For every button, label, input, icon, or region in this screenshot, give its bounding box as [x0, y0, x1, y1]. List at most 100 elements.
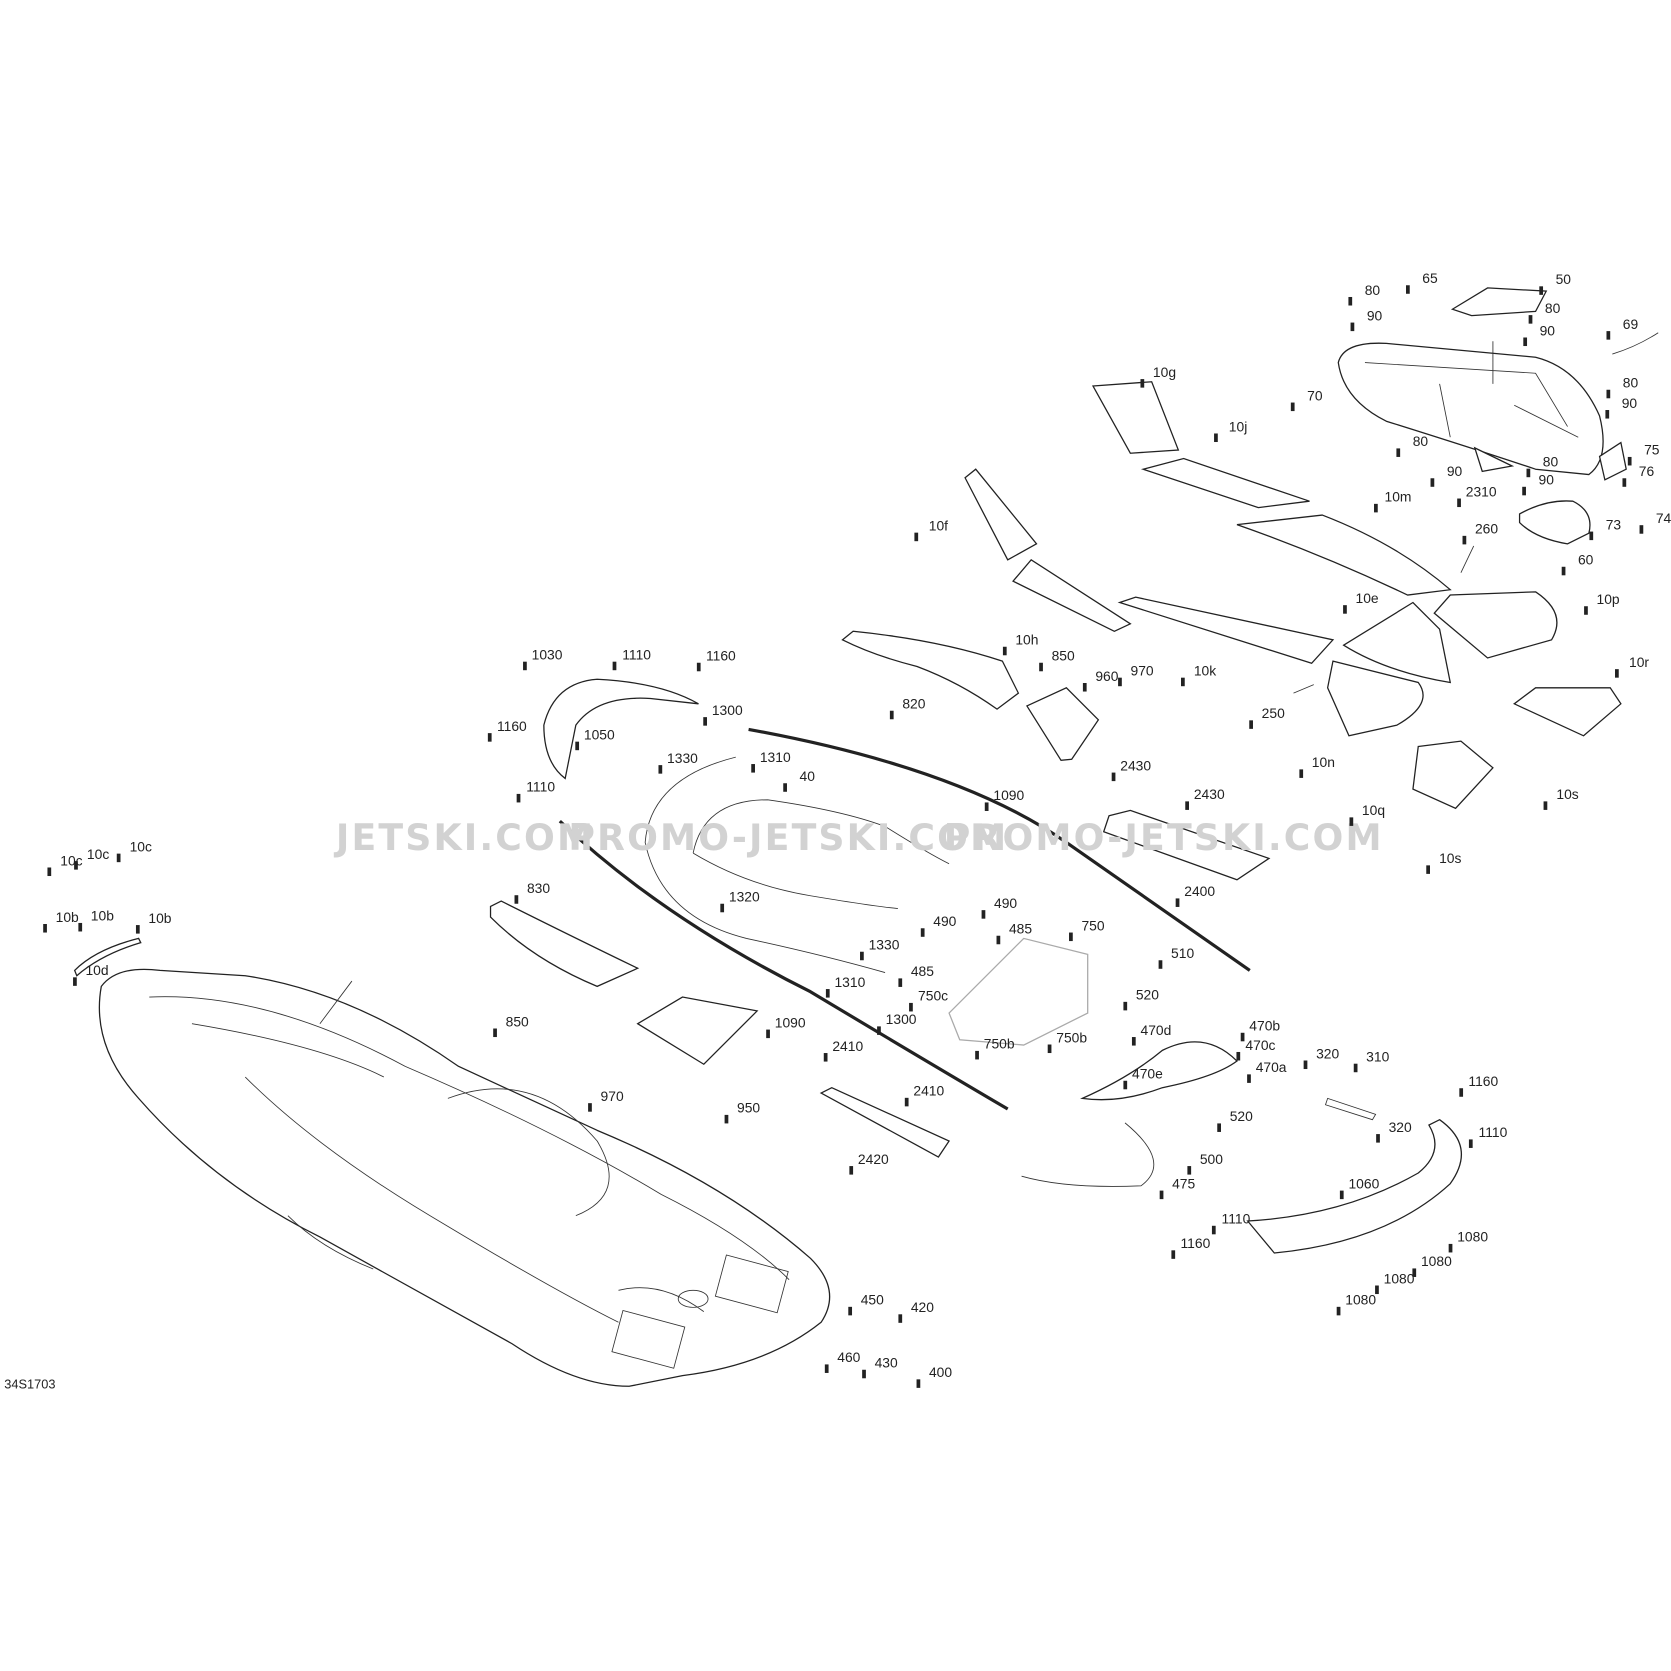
bracket-75	[1598, 441, 1627, 481]
fastener-mark	[1175, 898, 1180, 907]
part-callout-label: 400	[929, 1364, 952, 1380]
part-callout-label: 10q	[1362, 802, 1385, 818]
part-callout-label: 320	[1389, 1119, 1412, 1135]
gasket-60	[1518, 500, 1591, 545]
part-callout-label: 10d	[85, 962, 108, 978]
parts-drawings	[73, 287, 1659, 1387]
fastener-mark	[724, 1114, 729, 1124]
fastener-mark	[1339, 1190, 1344, 1200]
decal-10n	[1326, 660, 1424, 737]
part-callout-label: 490	[994, 895, 1017, 911]
part-callout-label: 1110	[1479, 1124, 1508, 1140]
fastener-mark	[1589, 531, 1594, 541]
part-callout-label: 520	[1230, 1108, 1253, 1124]
part-callout-label: 470e	[1132, 1066, 1163, 1082]
fastener-mark	[1375, 1285, 1379, 1295]
fastener-mark	[1303, 1060, 1308, 1070]
part-callout-label: 90	[1539, 472, 1555, 488]
hull-deck	[149, 980, 790, 1323]
fastener-mark	[1430, 478, 1435, 487]
fastener-mark	[514, 895, 519, 904]
fastener-mark	[1039, 662, 1043, 672]
fastener-mark	[1353, 1063, 1358, 1073]
fastener-mark	[996, 935, 1001, 945]
fastener-mark	[877, 1026, 881, 1035]
part-callout-label: 460	[837, 1349, 860, 1365]
fastener-mark	[1290, 402, 1295, 412]
fastener-mark	[1561, 566, 1566, 576]
fastener-mark	[1171, 1250, 1176, 1259]
part-callout-label: 1110	[1222, 1211, 1251, 1227]
part-callout-label: 1160	[706, 648, 736, 664]
part-callout-label: 80	[1365, 282, 1381, 298]
handle-1030	[543, 678, 699, 780]
fastener-mark	[1123, 1001, 1128, 1011]
part-callout-label: 60	[1578, 552, 1594, 568]
part-callout-label: 1080	[1421, 1253, 1452, 1269]
fastener-mark	[1249, 720, 1253, 729]
fastener-mark	[1118, 677, 1122, 687]
fastener-mark	[1522, 486, 1526, 496]
part-callout-label: 750b	[984, 1036, 1015, 1052]
fastener-mark	[575, 741, 580, 751]
fastener-mark	[1606, 389, 1611, 399]
rail-1090	[748, 727, 1251, 972]
fastener-mark	[975, 1050, 979, 1060]
part-callout-label: 10b	[148, 910, 171, 926]
part-callout-label: 2400	[1184, 883, 1215, 899]
part-callout-label: 420	[911, 1299, 934, 1315]
part-callout-label: 10n	[1312, 754, 1335, 770]
part-callout-label: 520	[1136, 987, 1159, 1003]
part-callout-label: 90	[1447, 463, 1463, 479]
decal-10m	[1236, 514, 1452, 596]
fastener-mark	[1159, 1190, 1164, 1200]
part-callout-label: 50	[1556, 271, 1572, 287]
part-callout-label: 485	[911, 963, 934, 979]
fastener-mark	[1158, 960, 1163, 969]
part-callout-label: 80	[1623, 375, 1639, 391]
plate-2420	[819, 1086, 951, 1158]
part-callout-label: 10s	[1556, 786, 1578, 802]
fastener-mark	[1526, 468, 1531, 478]
fastener-mark	[493, 1028, 497, 1038]
part-callout-label: 2410	[832, 1038, 863, 1054]
fastener-mark	[1336, 1306, 1341, 1316]
fastener-mark	[783, 783, 787, 792]
footwell-750	[948, 937, 1089, 1046]
part-callout-label: 1310	[760, 749, 791, 765]
hull-body	[98, 968, 831, 1387]
decal-10h	[1012, 559, 1132, 633]
fastener-mark	[1299, 769, 1304, 778]
fastener-mark	[74, 861, 78, 870]
part-callout-label: 490	[933, 913, 956, 929]
part-callout-label: 1310	[834, 974, 865, 990]
fastener-mark	[849, 1166, 854, 1175]
part-callout-label: 750c	[918, 988, 948, 1004]
fastener-mark	[862, 1369, 866, 1379]
part-callout-label: 960	[1095, 668, 1118, 684]
fastener-mark	[1426, 865, 1431, 874]
fastener-mark	[1539, 286, 1544, 295]
fastener-mark	[824, 1364, 829, 1373]
part-callout-label: 1080	[1384, 1270, 1415, 1286]
part-callout-label: 2430	[1194, 786, 1225, 802]
fastener-mark	[1247, 1074, 1251, 1083]
part-callout-label: 10f	[929, 517, 948, 533]
panel-830	[489, 900, 640, 988]
fastener-mark	[720, 903, 725, 913]
part-callout-label: 475	[1172, 1175, 1195, 1191]
part-callout-label: 2410	[913, 1083, 944, 1099]
part-callout-label: 90	[1622, 395, 1638, 411]
fastener-mark	[1187, 1166, 1192, 1175]
fastener-mark	[135, 925, 140, 934]
panel-960	[1025, 687, 1100, 761]
strip-310	[1324, 1097, 1377, 1121]
fastener-mark	[984, 802, 989, 811]
part-callout-label: 10h	[1015, 632, 1038, 648]
fastener-mark	[1459, 1088, 1464, 1097]
fastener-mark	[1240, 1032, 1245, 1042]
part-callout-label: 750b	[1056, 1029, 1087, 1045]
part-callout-label: 75	[1644, 442, 1660, 458]
fastener-mark	[898, 978, 903, 987]
